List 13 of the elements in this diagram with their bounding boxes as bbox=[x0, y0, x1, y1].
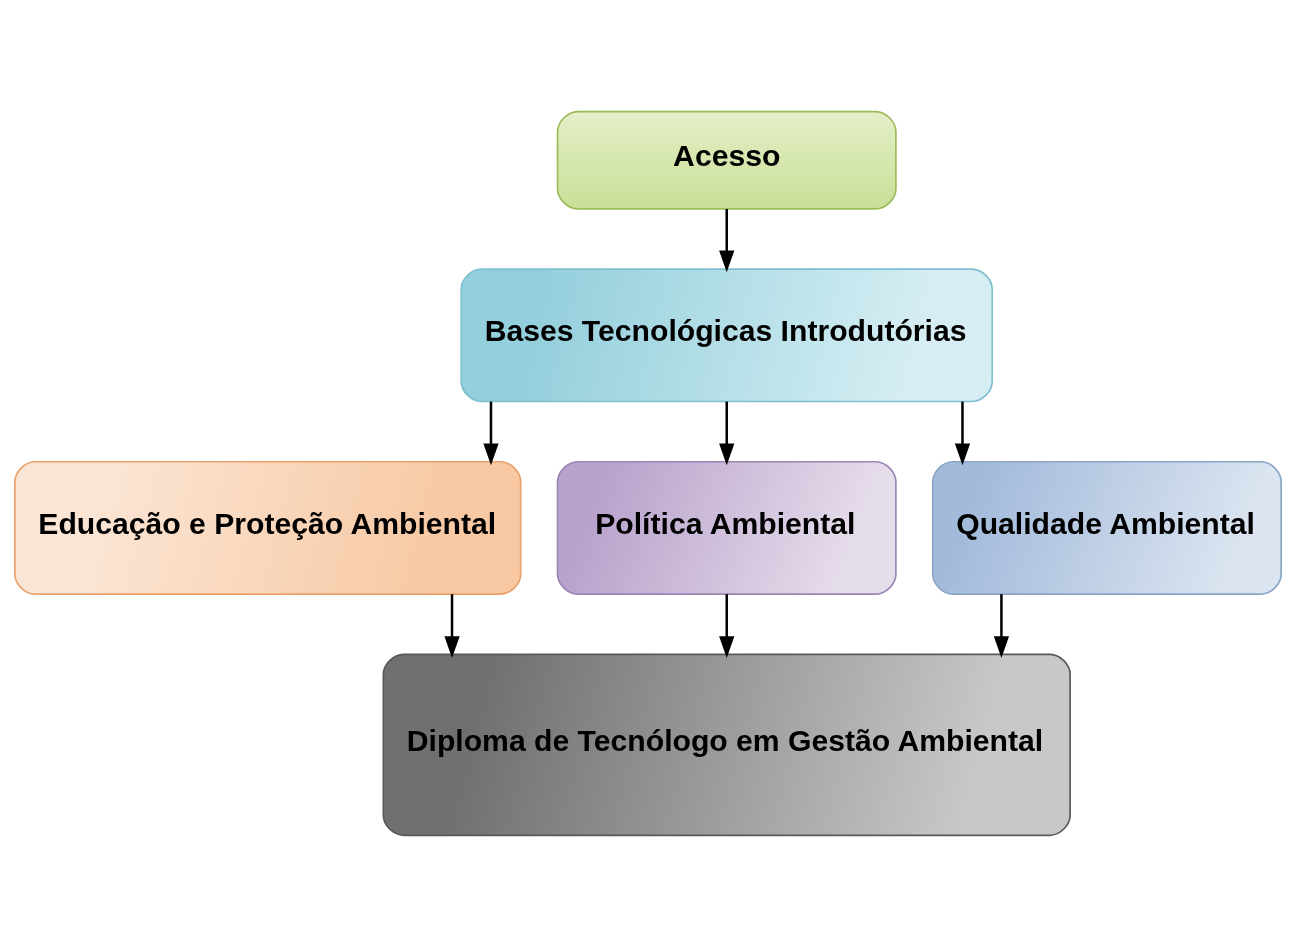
arrow bbox=[993, 593, 1010, 658]
node-box: Bases Tecnológicas Introdutórias bbox=[460, 267, 994, 402]
arrow bbox=[719, 208, 735, 272]
node-box: Qualidade Ambiental bbox=[931, 460, 1282, 595]
node-box: Política Ambiental bbox=[556, 460, 897, 595]
node-box: Diploma de Tecnólogo em Gestão Ambiental bbox=[382, 653, 1071, 836]
arrow bbox=[719, 593, 735, 658]
arrow bbox=[444, 593, 460, 658]
node-box: Educação e Proteção Ambiental bbox=[14, 460, 522, 595]
arrow bbox=[719, 401, 735, 465]
arrow bbox=[483, 401, 499, 465]
node-box: Acesso bbox=[556, 110, 897, 210]
arrow bbox=[954, 401, 971, 465]
